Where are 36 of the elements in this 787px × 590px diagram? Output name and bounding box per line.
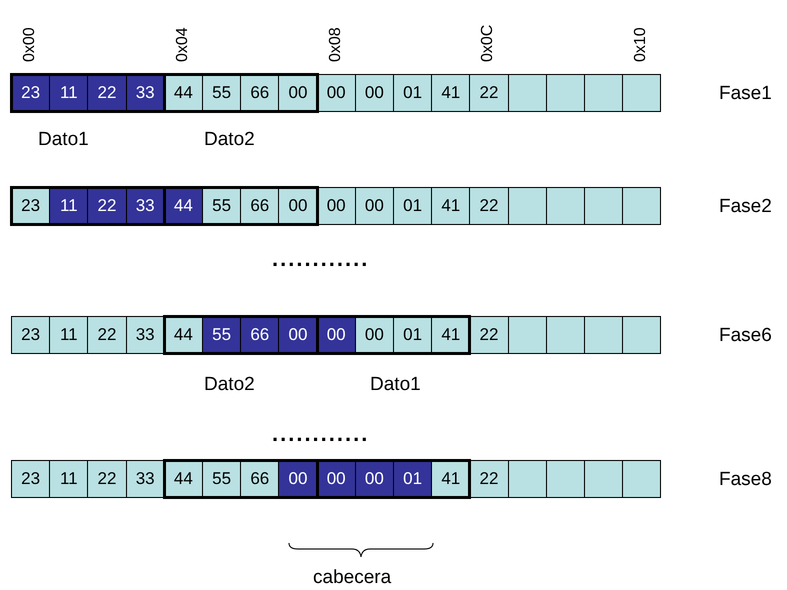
row-label: Fase6 [719, 325, 772, 347]
memory-cell: 22 [87, 460, 127, 498]
memory-cell: 22 [469, 460, 509, 498]
memory-cell: 22 [469, 187, 509, 225]
row-label: Dato1 [38, 129, 89, 151]
memory-cell: 22 [469, 316, 509, 354]
memory-cell: 01 [393, 187, 432, 225]
memory-cell: 22 [87, 316, 127, 354]
memory-cell: 23 [11, 316, 50, 354]
ellipsis: ............ [272, 246, 370, 272]
ellipsis: ............ [272, 421, 370, 447]
memory-cell: 00 [354, 74, 394, 112]
memory-cell: 33 [126, 316, 165, 354]
memory-cell: 41 [431, 74, 470, 112]
memory-cell: 11 [49, 460, 88, 498]
memory-cell: 00 [354, 187, 394, 225]
row-label: Dato2 [204, 374, 255, 396]
brace-label: cabecera [313, 567, 392, 589]
address-label: 0x00 [21, 27, 39, 62]
row-label: Fase8 [719, 469, 772, 491]
address-label: 0x08 [326, 27, 345, 62]
memory-cell: 01 [393, 74, 432, 112]
memory-cell: 11 [49, 316, 88, 354]
row-label: Dato2 [204, 129, 255, 151]
address-label: 0x10 [632, 27, 650, 62]
memory-cell: 00 [316, 74, 356, 112]
row-label: Dato1 [370, 374, 421, 396]
memory-cell: 23 [11, 460, 50, 498]
address-label: 0x0C [479, 24, 498, 62]
row-label: Fase2 [719, 196, 772, 218]
memory-cell: 33 [126, 460, 165, 498]
address-label: 0x04 [174, 27, 192, 62]
memory-cell: 41 [431, 187, 470, 225]
row-label: Fase1 [719, 83, 772, 105]
memory-cell: 00 [316, 187, 356, 225]
memory-cell: 22 [469, 74, 509, 112]
